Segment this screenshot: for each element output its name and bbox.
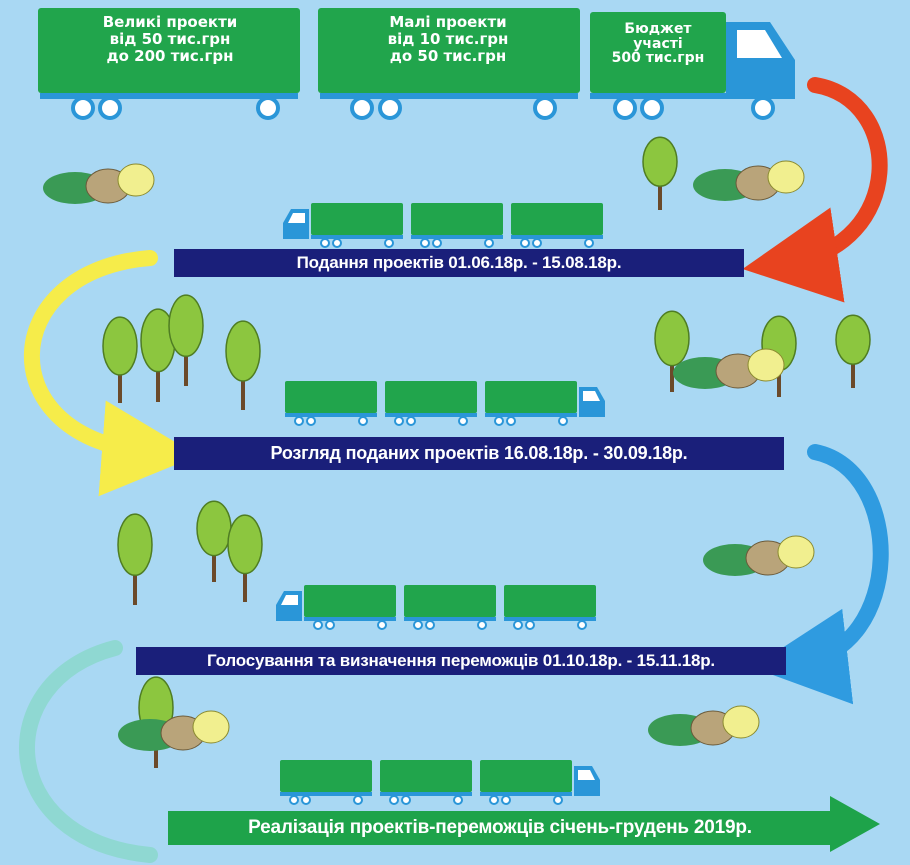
tree <box>196 500 232 582</box>
tree <box>654 310 690 392</box>
small-truck <box>285 381 605 426</box>
stage-banner-review: Розгляд поданих проектів 16.08.18р. - 30… <box>174 437 784 470</box>
bush <box>43 163 155 204</box>
small-truck <box>283 203 603 248</box>
tree <box>227 514 263 602</box>
green-arrow-head <box>830 796 880 852</box>
tree <box>225 320 261 410</box>
small-trucks <box>276 203 605 805</box>
tree <box>117 513 153 605</box>
red-curved-arrow <box>742 77 888 303</box>
stage-banner-implementation: Реалізація проектів-переможців січень-гр… <box>168 811 832 845</box>
small-projects-label: Малі проекти від 10 тис.грн до 50 тис.гр… <box>387 13 509 65</box>
tree <box>835 314 871 388</box>
vegetation <box>43 136 871 768</box>
stage-banner-submission: Подання проектів 01.06.18р. - 15.08.18р. <box>174 249 744 277</box>
stage-banner-voting: Голосування та визначення переможців 01.… <box>136 647 786 675</box>
bush <box>703 535 815 576</box>
bush <box>648 705 760 746</box>
bush <box>693 160 805 201</box>
yellow-curved-arrow <box>24 250 198 497</box>
tree <box>102 316 138 403</box>
tree <box>168 294 204 386</box>
large-projects-label: Великі проекти від 50 тис.грн до 200 тис… <box>102 13 238 65</box>
bush <box>673 348 785 389</box>
blue-curved-arrow <box>752 444 889 705</box>
top-truck <box>38 8 795 120</box>
budget-label: Бюджет участі 500 тис.грн <box>611 21 705 67</box>
small-truck <box>276 585 596 630</box>
tree <box>642 136 678 210</box>
bush <box>118 710 230 751</box>
small-truck <box>280 760 600 805</box>
teal-curved-arrow <box>19 640 158 863</box>
